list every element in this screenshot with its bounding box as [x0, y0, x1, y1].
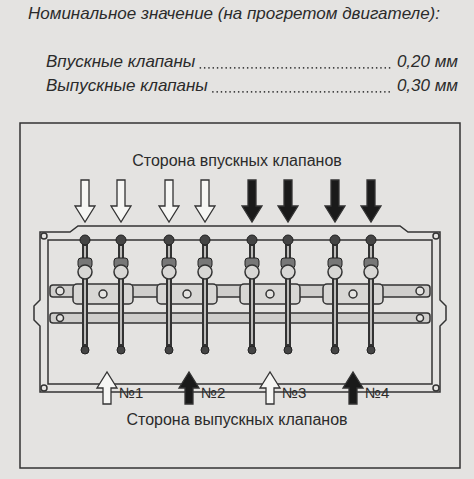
side-label: Сторона впускных клапанов — [132, 151, 342, 170]
side-label: Сторона выпускных клапанов — [126, 410, 347, 429]
cylinder-number: №1 — [119, 384, 143, 402]
cylinder-head-outline — [34, 226, 446, 392]
cylinder-number: №4 — [365, 384, 389, 402]
dot-leaders — [200, 68, 392, 92]
cylinder-number: №2 — [201, 384, 225, 402]
intake-arrows — [75, 180, 381, 222]
spec-value: 0,30 мм — [397, 76, 458, 96]
dot-leader — [200, 67, 392, 69]
dot-leader — [213, 91, 392, 93]
spec-name: Впускные клапаны — [46, 52, 195, 72]
spec-name: Выпускные клапаны — [46, 76, 208, 96]
cylinder-number: №3 — [282, 384, 306, 402]
exhaust-arrows — [97, 372, 363, 404]
spec-value: 0,20 мм — [397, 52, 458, 72]
figure-frame — [20, 123, 460, 468]
rocker-arm-assemblies — [73, 235, 383, 354]
spec-heading: Номинальное значение (на прогретом двига… — [28, 4, 458, 24]
